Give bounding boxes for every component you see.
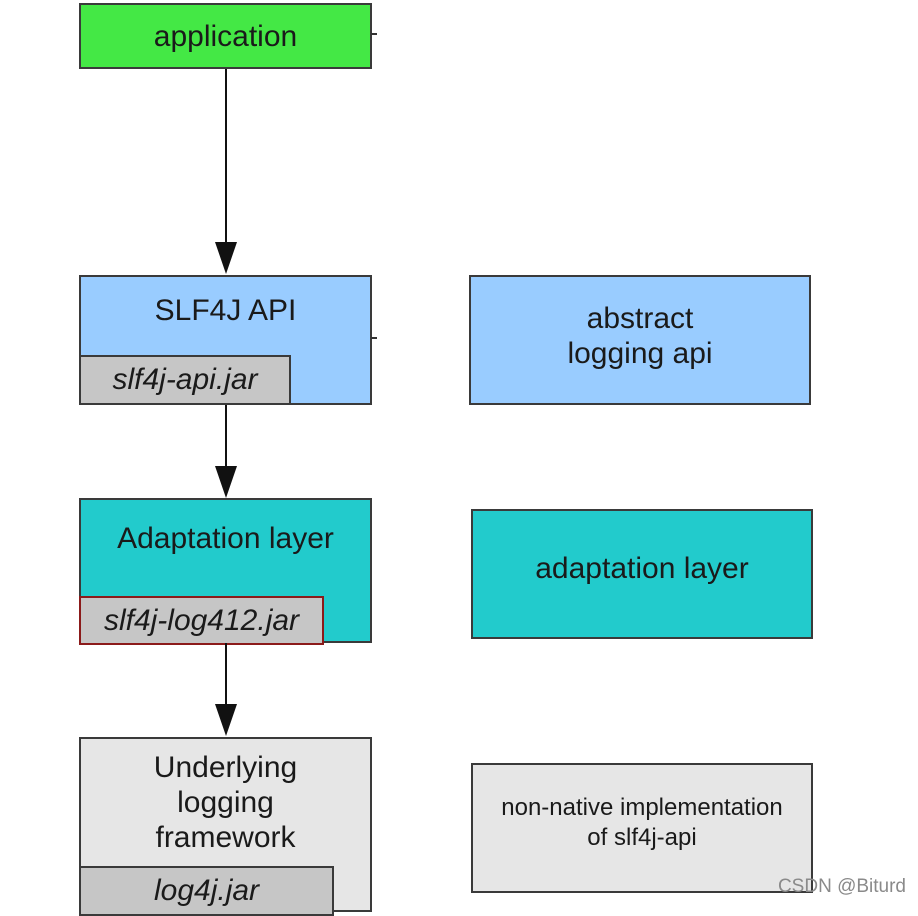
arrow-adaptation-to-framework	[225, 643, 227, 707]
arrow-adaptation-to-framework-head	[215, 704, 237, 736]
non-native-implementation-box: non-native implementation of slf4j-api	[471, 763, 813, 893]
application-edge-tick	[371, 33, 377, 35]
slf4j-api-jar: slf4j-api.jar	[79, 355, 291, 405]
watermark: CSDN @Biturd	[777, 876, 906, 897]
abstract-line-1: abstract	[586, 302, 694, 335]
adaptation-layer-box: Adaptation layer slf4j-log412.jar	[79, 498, 372, 645]
application-label: application	[153, 20, 298, 53]
abstract-logging-api-box: abstract logging api	[469, 275, 811, 405]
slf4j-api-box: SLF4J API slf4j-api.jar	[79, 275, 372, 405]
application-box: application	[79, 3, 372, 69]
adaptation-layer-description-box: adaptation layer	[471, 509, 813, 639]
api-edge-tick	[371, 337, 377, 339]
adaptation-jar: slf4j-log412.jar	[79, 596, 324, 645]
arrow-application-to-api	[225, 69, 227, 245]
log4j-jar: log4j.jar	[79, 866, 334, 916]
underlying-line-1: Underlying	[153, 751, 298, 784]
underlying-line-3: framework	[155, 821, 296, 854]
underlying-line-2: logging	[177, 786, 274, 819]
underlying-framework-box: Underlying logging framework log4j.jar	[79, 737, 372, 916]
abstract-line-2: logging api	[567, 337, 713, 370]
adaptation-description-label: adaptation layer	[535, 552, 749, 585]
non-native-line-2: of slf4j-api	[587, 824, 697, 851]
arrow-api-to-adaptation	[225, 405, 227, 469]
adaptation-layer-label: Adaptation layer	[117, 522, 334, 555]
slf4j-api-label: SLF4J API	[154, 294, 297, 327]
non-native-line-1: non-native implementation	[501, 794, 783, 821]
arrow-application-to-api-head	[215, 242, 237, 274]
arrow-api-to-adaptation-head	[215, 466, 237, 498]
